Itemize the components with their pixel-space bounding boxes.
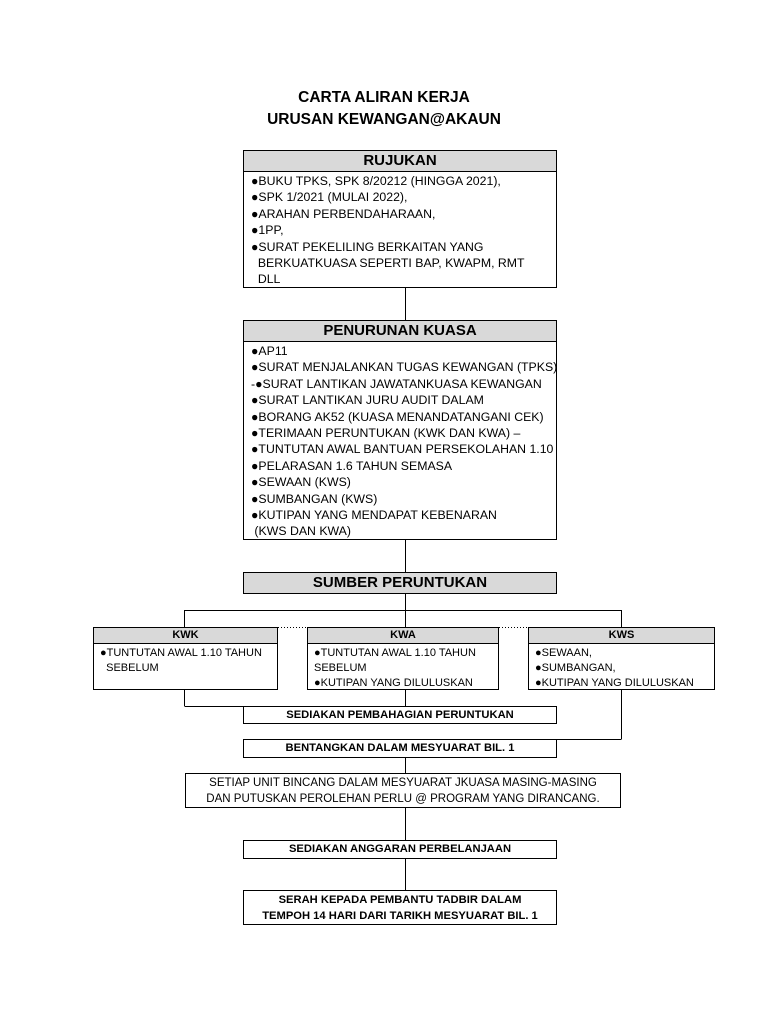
list-item: SEBELUM <box>314 662 367 675</box>
rujukan-heading: RUJUKAN <box>244 151 556 172</box>
kwa-list: ●TUNTUTAN AWAL 1.10 TAHUN SEBELUM ●KUTIP… <box>308 644 498 692</box>
list-item: ●SEWAAN, <box>535 647 592 659</box>
chart-title-line2: URUSAN KEWANGAN@AKAUN <box>267 111 501 128</box>
list-item: ●SEWAAN (KWS) <box>251 475 351 490</box>
list-item: ●SURAT PEKELILING BERKAITAN YANG <box>251 239 484 254</box>
step-serah-pembantu: SERAH KEPADA PEMBANTU TADBIR DALAM TEMPO… <box>243 890 557 925</box>
list-item: ●TUNTUTAN AWAL BANTUAN PERSEKOLAHAN 1.10 <box>251 442 554 457</box>
list-item: ●TUNTUTAN AWAL 1.10 TAHUN <box>314 647 476 659</box>
list-item: ●SURAT MENJALANKAN TUGAS KEWANGAN (TPKS) <box>251 360 558 375</box>
chart-title-line1: CARTA ALIRAN KERJA <box>298 89 470 106</box>
list-item: ●KUTIPAN YANG MENDAPAT KEBENARAN <box>251 508 497 523</box>
list-item: ●BORANG AK52 (KUASA MENANDATANGANI CEK) <box>251 409 544 424</box>
list-item: ●TUNTUTAN AWAL 1.10 TAHUN <box>100 647 262 659</box>
penurunan-kuasa-heading: PENURUNAN KUASA <box>244 321 556 342</box>
kwk-heading: KWK <box>94 628 277 644</box>
list-item: ●SURAT LANTIKAN JURU AUDIT DALAM <box>251 393 484 408</box>
kwk-list: ●TUNTUTAN AWAL 1.10 TAHUN SEBELUM <box>94 644 277 676</box>
list-item: ●TERIMAAN PERUNTUKAN (KWK DAN KWA) – <box>251 426 521 441</box>
list-item: ●PELARASAN 1.6 TAHUN SEMASA <box>251 458 453 473</box>
list-item: ●1PP, <box>251 223 284 238</box>
list-item: ●ARAHAN PERBENDAHARAAN, <box>251 206 436 221</box>
rujukan-box: RUJUKAN ●BUKU TPKS, SPK 8/20212 (HINGGA … <box>243 150 557 288</box>
list-item: ●SPK 1/2021 (MULAI 2022), <box>251 190 408 205</box>
rujukan-list: ●BUKU TPKS, SPK 8/20212 (HINGGA 2021), ●… <box>244 172 556 288</box>
step-sediakan-pembahagian: SEDIAKAN PEMBAHAGIAN PERUNTUKAN <box>243 706 557 724</box>
kws-box: KWS ●SEWAAN, ●SUMBANGAN, ●KUTIPAN YANG D… <box>528 627 715 690</box>
list-item: ●KUTIPAN YANG DILULUSKAN <box>314 677 473 690</box>
list-item: ●SUMBANGAN, <box>535 662 616 675</box>
list-item: (KWS DAN KWA) <box>251 524 351 539</box>
sumber-peruntukan-heading: SUMBER PERUNTUKAN <box>243 572 557 594</box>
step-serah-line2: TEMPOH 14 HARI DARI TARIKH MESYUARAT BIL… <box>262 910 538 922</box>
step-bincang-line1: SETIAP UNIT BINCANG DALAM MESYUARAT JKUA… <box>209 777 597 789</box>
penurunan-kuasa-box: PENURUNAN KUASA ●AP11 ●SURAT MENJALANKAN… <box>243 320 557 540</box>
kws-list: ●SEWAAN, ●SUMBANGAN, ●KUTIPAN YANG DILUL… <box>529 644 714 692</box>
list-item: DLL <box>251 272 281 287</box>
list-item: ●SUMBANGAN (KWS) <box>251 491 378 506</box>
penurunan-kuasa-list: ●AP11 ●SURAT MENJALANKAN TUGAS KEWANGAN … <box>244 342 558 540</box>
kwa-box: KWA ●TUNTUTAN AWAL 1.10 TAHUN SEBELUM ●K… <box>307 627 499 690</box>
step-bentangkan-mesyuarat: BENTANGKAN DALAM MESYUARAT BIL. 1 <box>243 739 557 758</box>
kws-heading: KWS <box>529 628 714 644</box>
list-item: ●KUTIPAN YANG DILULUSKAN <box>535 677 694 690</box>
kwa-heading: KWA <box>308 628 498 644</box>
list-item: SEBELUM <box>100 662 159 675</box>
list-item: ●BUKU TPKS, SPK 8/20212 (HINGGA 2021), <box>251 174 501 188</box>
step-bincang-line2: DAN PUTUSKAN PEROLEHAN PERLU @ PROGRAM Y… <box>206 793 600 805</box>
list-item: BERKUATKUASA SEPERTI BAP, KWAPM, RMT <box>251 256 525 271</box>
list-item: ●AP11 <box>251 344 288 358</box>
step-sediakan-anggaran: SEDIAKAN ANGGARAN PERBELANJAAN <box>243 840 557 859</box>
list-item: -●SURAT LANTIKAN JAWATANKUASA KEWANGAN <box>251 376 542 391</box>
step-bincang-mesyuarat: SETIAP UNIT BINCANG DALAM MESYUARAT JKUA… <box>185 773 621 808</box>
step-serah-line1: SERAH KEPADA PEMBANTU TADBIR DALAM <box>278 894 522 906</box>
kwk-box: KWK ●TUNTUTAN AWAL 1.10 TAHUN SEBELUM <box>93 627 278 690</box>
